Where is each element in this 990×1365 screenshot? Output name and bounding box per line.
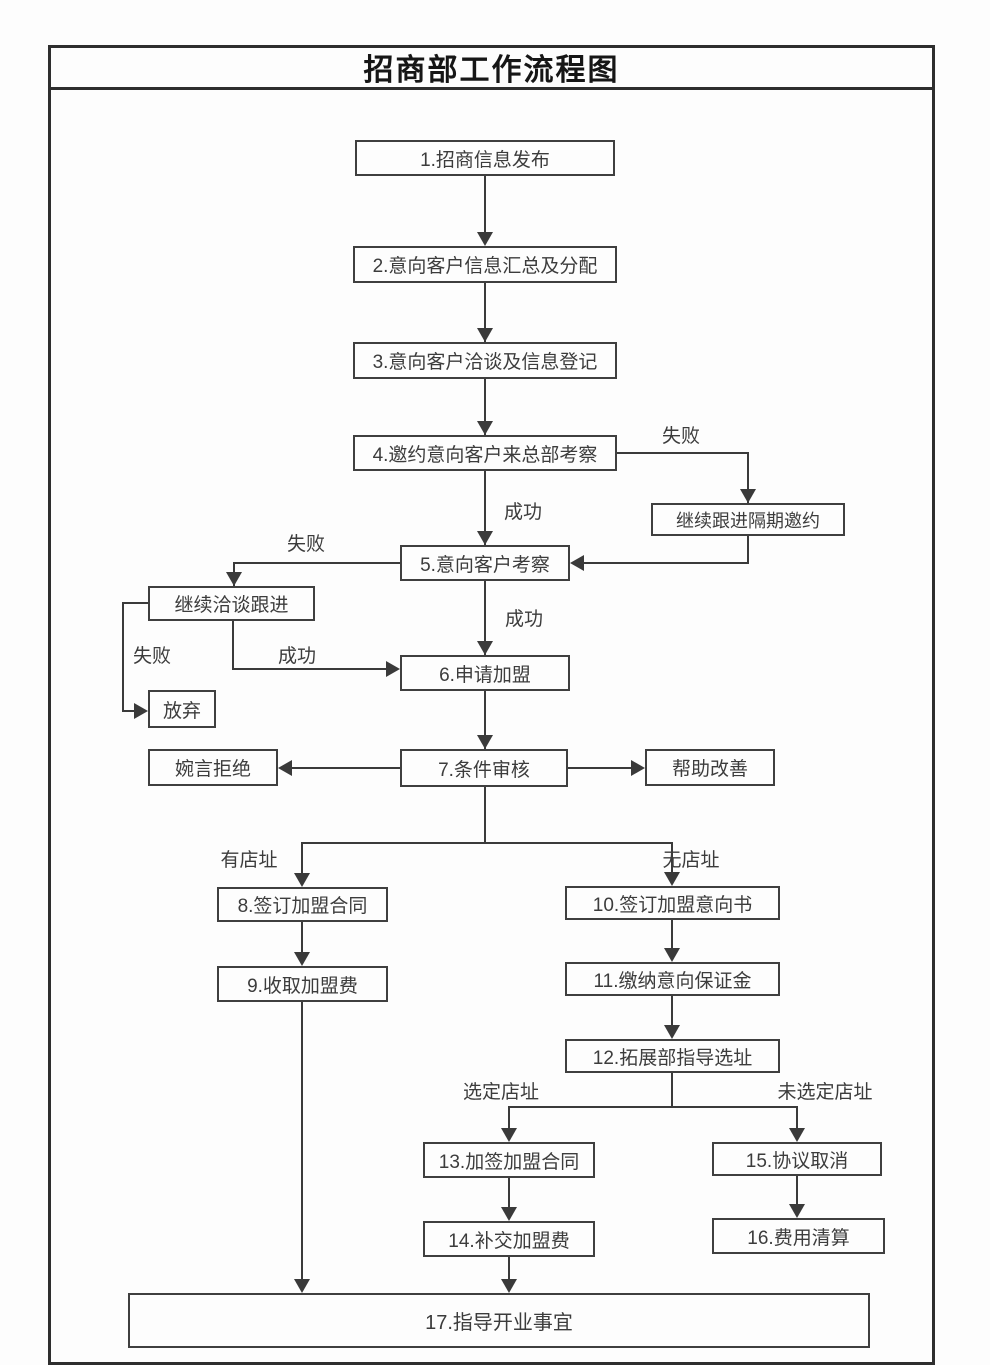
connector-line: [234, 562, 400, 564]
node-1-publish-info: 1.招商信息发布: [355, 140, 615, 176]
arrowhead-down-icon: [477, 328, 493, 342]
connector-line: [671, 996, 673, 1027]
edge-label-success-talk: 成功: [277, 646, 317, 667]
node-12-site-guidance: 12.拓展部指导选址: [565, 1039, 780, 1073]
connector-line: [796, 1176, 798, 1206]
arrowhead-down-icon: [664, 948, 680, 962]
arrowhead-down-icon: [501, 1128, 517, 1142]
arrowhead-down-icon: [501, 1279, 517, 1293]
node-11-pay-deposit: 11.缴纳意向保证金: [565, 962, 780, 996]
connector-line: [617, 452, 749, 454]
arrowhead-down-icon: [294, 1279, 310, 1293]
connector-line: [671, 920, 673, 950]
edge-label-no-site: 无店址: [662, 850, 720, 871]
connector-line: [484, 691, 486, 749]
connector-line: [286, 767, 400, 769]
edge-label-site-not-selected: 未选定店址: [777, 1082, 873, 1103]
connector-line: [508, 1178, 510, 1209]
node-13-addendum-contract: 13.加签加盟合同: [423, 1142, 595, 1178]
connector-line: [484, 581, 486, 655]
node-help-improve: 帮助改善: [645, 749, 775, 786]
edge-label-site-selected: 选定店址: [462, 1082, 540, 1103]
page-title: 招商部工作流程图: [363, 54, 620, 87]
arrowhead-right-icon: [386, 661, 400, 677]
connector-line: [301, 842, 673, 844]
node-2-collect-distribute: 2.意向客户信息汇总及分配: [353, 246, 617, 283]
connector-line: [572, 562, 749, 564]
node-15-cancel-agreement: 15.协议取消: [712, 1142, 882, 1176]
outer-frame: [48, 45, 935, 1365]
connector-line: [796, 1106, 798, 1130]
arrowhead-down-icon: [294, 952, 310, 966]
edge-label-success-apply: 成功: [504, 609, 544, 630]
connector-line: [484, 176, 486, 240]
arrowhead-down-icon: [477, 735, 493, 749]
arrowhead-down-icon: [789, 1128, 805, 1142]
node-8-sign-contract: 8.签订加盟合同: [217, 887, 388, 922]
connector-line: [232, 668, 388, 670]
arrowhead-down-icon: [477, 531, 493, 545]
node-17-opening-guidance: 17.指导开业事宜: [128, 1293, 870, 1348]
connector-line: [671, 842, 673, 874]
arrowhead-down-icon: [294, 873, 310, 887]
arrowhead-down-icon: [664, 872, 680, 886]
arrowhead-down-icon: [501, 1207, 517, 1221]
node-16-fee-settlement: 16.费用清算: [712, 1218, 885, 1254]
node-follow-up-invite: 继续跟进隔期邀约: [651, 503, 845, 536]
connector-line: [122, 602, 148, 604]
title-separator: [48, 87, 935, 90]
node-3-negotiate-register: 3.意向客户洽谈及信息登记: [353, 342, 617, 379]
connector-line: [301, 1002, 303, 1281]
arrowhead-right-icon: [134, 703, 148, 719]
connector-line: [122, 710, 138, 712]
connector-line: [301, 922, 303, 955]
node-6-apply-franchise: 6.申请加盟: [400, 655, 570, 691]
edge-label-success-inspect: 成功: [503, 502, 543, 523]
connector-line: [484, 379, 486, 435]
edge-label-fail-giveup: 失败: [132, 646, 172, 667]
arrowhead-down-icon: [226, 572, 242, 586]
node-14-pay-remaining-fee: 14.补交加盟费: [423, 1221, 595, 1257]
node-7-condition-review: 7.条件审核: [400, 749, 568, 787]
node-continue-negotiation: 继续洽谈跟进: [148, 586, 315, 621]
connector-line: [508, 1106, 798, 1108]
node-10-sign-intent: 10.签订加盟意向书: [565, 886, 780, 920]
connector-line: [122, 602, 124, 711]
connector-line: [747, 536, 749, 564]
node-give-up: 放弃: [148, 690, 216, 728]
node-9-collect-fee: 9.收取加盟费: [217, 966, 388, 1002]
arrowhead-left-icon: [570, 555, 584, 571]
connector-line: [484, 787, 486, 843]
connector-line: [568, 767, 633, 769]
node-polite-refuse: 婉言拒绝: [148, 749, 278, 786]
connector-line: [508, 1257, 510, 1281]
arrowhead-down-icon: [740, 489, 756, 503]
arrowhead-down-icon: [477, 421, 493, 435]
connector-line: [301, 842, 303, 875]
arrowhead-left-icon: [278, 760, 292, 776]
connector-line: [484, 283, 486, 342]
connector-line: [508, 1106, 510, 1130]
edge-label-has-site: 有店址: [220, 850, 278, 871]
arrowhead-down-icon: [477, 641, 493, 655]
arrowhead-down-icon: [477, 232, 493, 246]
connector-line: [232, 621, 234, 669]
arrowhead-down-icon: [664, 1025, 680, 1039]
connector-line: [671, 1073, 673, 1108]
edge-label-fail-invite: 失败: [661, 426, 701, 447]
node-4-invite-hq-visit: 4.邀约意向客户来总部考察: [353, 435, 617, 471]
node-5-client-inspection: 5.意向客户考察: [400, 545, 570, 581]
arrowhead-down-icon: [789, 1204, 805, 1218]
connector-line: [747, 452, 749, 503]
arrowhead-right-icon: [631, 760, 645, 776]
connector-line: [484, 471, 486, 545]
edge-label-fail-inspect: 失败: [286, 534, 326, 555]
